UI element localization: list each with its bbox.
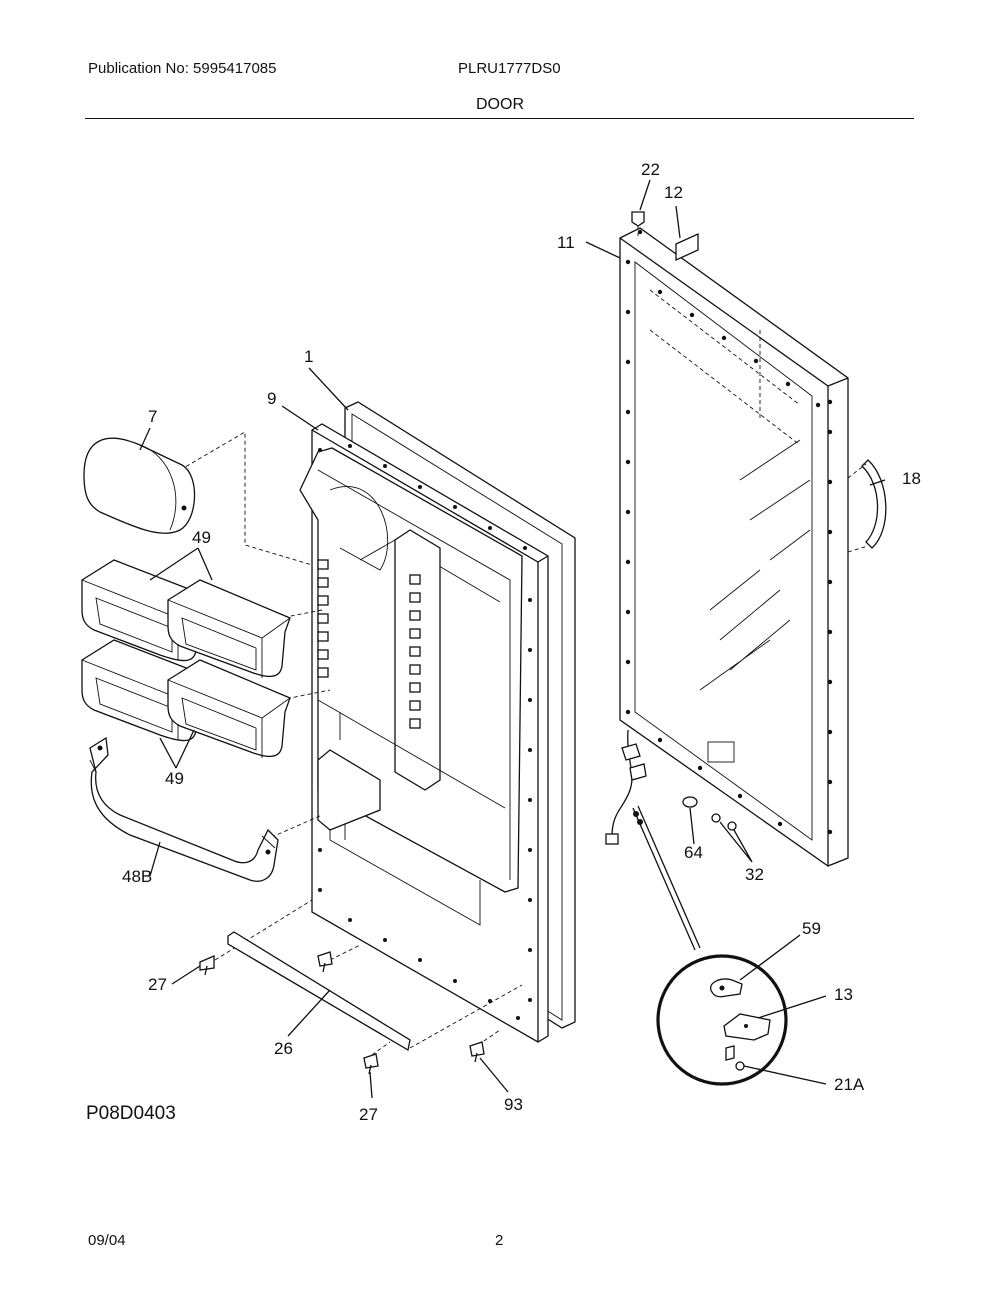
- page-number: 2: [495, 1232, 504, 1249]
- screw: [363, 1053, 379, 1075]
- callout-49-top: 49: [192, 528, 211, 547]
- header-rule: [85, 118, 914, 119]
- callout-9: 9: [267, 389, 276, 408]
- callout-32: 32: [745, 865, 764, 884]
- door-bin: [167, 659, 291, 758]
- diagram-code: P08D0403: [86, 1103, 176, 1124]
- screw: [469, 1041, 485, 1063]
- callout-27-bottom: 27: [359, 1105, 378, 1124]
- callout-13: 13: [834, 985, 853, 1004]
- callout-22: 22: [641, 160, 660, 179]
- plug-button: [682, 796, 698, 808]
- section-title: DOOR: [476, 96, 524, 113]
- alignment-line: [179, 431, 313, 566]
- alignment-line: [214, 899, 523, 1056]
- callout-64: 64: [684, 843, 703, 862]
- screw: [199, 955, 215, 976]
- bottom-trim-strip: [227, 931, 411, 1052]
- callout-49-bottom: 49: [165, 769, 184, 788]
- door-outer-panel: [619, 227, 849, 867]
- door-inner-liner: [299, 423, 549, 1043]
- screw: [317, 951, 333, 973]
- callout-48b: 48B: [122, 867, 152, 886]
- model-number: PLRU1777DS0: [458, 60, 561, 77]
- leader-lines: [139, 179, 886, 1099]
- callout-11: 11: [557, 233, 575, 252]
- publication-number: Publication No: 5995417085: [88, 60, 277, 77]
- door-wiring: [605, 729, 701, 951]
- door-label: [675, 232, 699, 262]
- callout-93: 93: [504, 1095, 523, 1114]
- callout-7: 7: [148, 407, 157, 426]
- hinge-cap: [631, 211, 645, 236]
- callout-59: 59: [802, 919, 821, 938]
- callout-27-left: 27: [148, 975, 167, 994]
- screw: [711, 813, 721, 823]
- bottom-door-rail: [89, 736, 279, 882]
- callout-26: 26: [274, 1039, 293, 1058]
- door-handle: [847, 459, 887, 553]
- footer-date: 09/04: [88, 1232, 126, 1249]
- callout-18: 18: [902, 469, 921, 488]
- door-bin: [167, 579, 291, 678]
- callout-12: 12: [664, 183, 683, 202]
- callout-21a: 21A: [834, 1075, 865, 1094]
- callout-1: 1: [304, 347, 313, 366]
- screw: [727, 821, 737, 831]
- dairy-compartment-cover: [83, 437, 196, 534]
- hinge-detail-circle: [656, 954, 788, 1086]
